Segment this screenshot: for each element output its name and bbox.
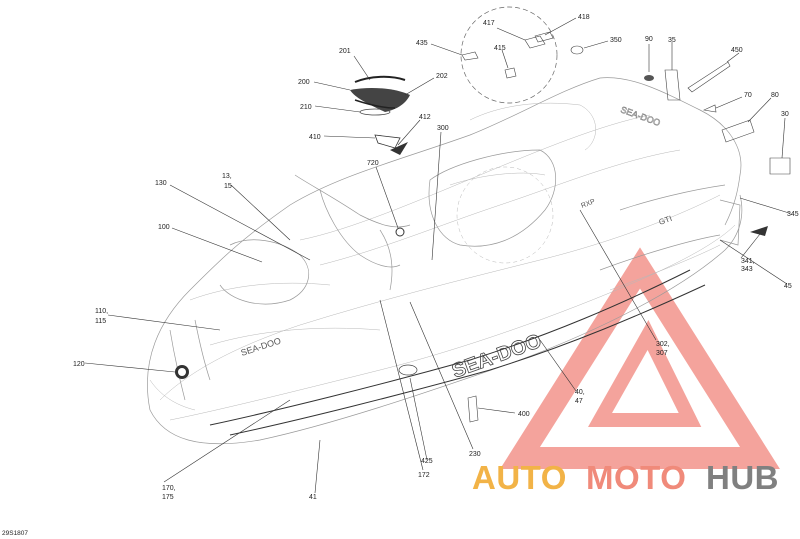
label-80: 80 <box>771 92 779 99</box>
label-130: 130 <box>155 180 167 187</box>
leader-lines <box>84 17 790 494</box>
label-170: 170, <box>162 485 176 492</box>
label-15: 15 <box>224 183 232 190</box>
label-45: 45 <box>784 283 792 290</box>
label-47: 47 <box>575 398 583 405</box>
label-350: 350 <box>610 37 622 44</box>
label-41: 41 <box>309 494 317 501</box>
label-307: 307 <box>656 350 668 357</box>
watermark-auto: AUTO <box>472 459 567 496</box>
label-341: 341, <box>741 258 755 265</box>
label-70: 70 <box>744 92 752 99</box>
label-435: 435 <box>416 40 428 47</box>
label-110: 110, <box>95 308 108 315</box>
decal-seadoo-stern: SEA-DOO <box>619 104 661 128</box>
label-100: 100 <box>158 224 170 231</box>
diagram-id: 29S1807 <box>2 530 28 537</box>
label-417: 417 <box>483 20 495 27</box>
label-172: 172 <box>418 472 430 479</box>
label-175: 175 <box>162 494 174 501</box>
decal-seadoo-nose: SEA-DOO <box>240 336 283 358</box>
label-210: 210 <box>300 104 312 111</box>
label-90: 90 <box>645 36 653 43</box>
label-300: 300 <box>437 125 449 132</box>
label-35: 35 <box>668 37 676 44</box>
label-400: 400 <box>518 411 530 418</box>
label-230: 230 <box>469 451 481 458</box>
label-410: 410 <box>309 134 321 141</box>
label-418: 418 <box>578 14 590 21</box>
decal-gti-side: GTI <box>658 214 674 227</box>
watercraft-hull <box>147 77 743 445</box>
label-415: 415 <box>494 45 506 52</box>
label-302: 302, <box>656 341 670 348</box>
watermark-moto: MOTO <box>586 459 686 496</box>
decal-rxp-side: RXP <box>580 198 596 210</box>
loose-parts <box>175 6 791 423</box>
label-720: 720 <box>367 160 379 167</box>
label-425: 425 <box>421 458 433 465</box>
label-13: 13, <box>222 173 232 180</box>
part-labels: 201 200 202 210 410 412 435 417 418 415 … <box>2 14 799 537</box>
label-40: 40, <box>575 389 585 396</box>
label-202: 202 <box>436 73 448 80</box>
label-200: 200 <box>298 79 310 86</box>
watermark-hub: HUB <box>706 459 779 496</box>
label-201: 201 <box>339 48 351 55</box>
label-120: 120 <box>73 361 85 368</box>
label-345: 345 <box>787 211 799 218</box>
label-30: 30 <box>781 111 789 118</box>
watermark-wordmark: AUTO MOTO HUB <box>472 459 779 496</box>
watermark-logo <box>500 247 780 469</box>
label-343: 343 <box>741 266 753 273</box>
label-450: 450 <box>731 47 743 54</box>
label-412: 412 <box>419 114 431 121</box>
label-115: 115 <box>95 318 106 325</box>
